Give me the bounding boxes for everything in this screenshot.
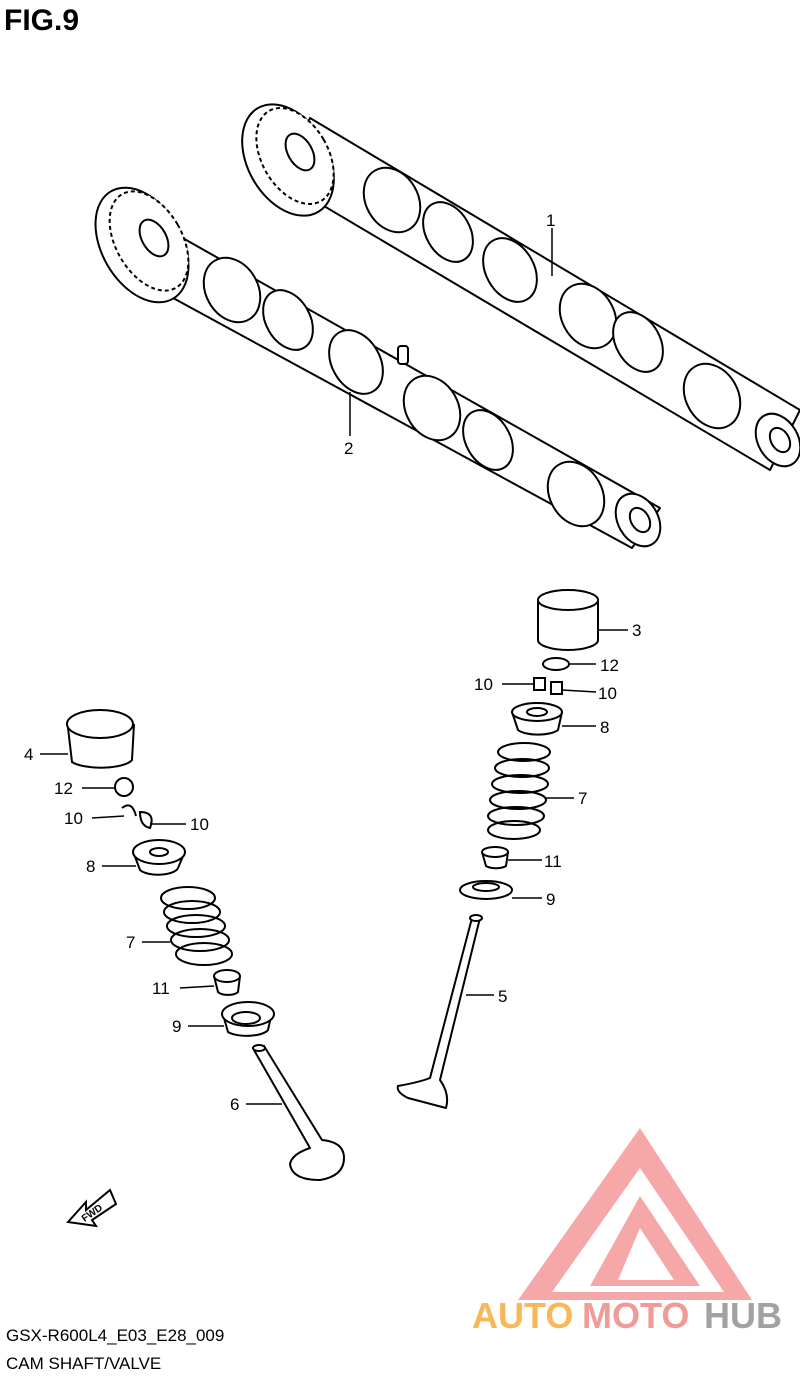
callout-11-right: 11 <box>544 852 562 871</box>
watermark-text-moto: MOTO <box>582 1295 689 1336</box>
callout-11-left: 11 <box>152 979 170 998</box>
callout-10-right-a: 10 <box>474 675 493 694</box>
watermark-logo <box>518 1128 752 1300</box>
drawing-code: GSX-R600L4_E03_E28_009 <box>6 1326 225 1345</box>
spring-7-right <box>487 742 551 840</box>
section-name: CAM SHAFT/VALVE <box>6 1354 162 1373</box>
camshaft-1 <box>241 103 800 471</box>
watermark-text-auto: AUTO <box>472 1295 573 1336</box>
callout-labels: 1 2 3 12 10 10 8 7 11 9 5 4 12 10 10 8 7… <box>24 211 641 1114</box>
tappet-4 <box>66 709 135 769</box>
cotter-10-right-b <box>550 681 563 695</box>
seal-11-left <box>213 969 241 996</box>
valve-5 <box>396 914 483 1109</box>
cotter-10-left-b <box>138 810 153 830</box>
callout-3: 3 <box>632 621 641 640</box>
cotter-10-left-a <box>121 804 137 817</box>
callout-6: 6 <box>230 1095 239 1114</box>
callout-2: 2 <box>344 439 353 458</box>
seat-9-right <box>459 880 513 900</box>
seat-9-left <box>221 1001 275 1037</box>
spring-7-left <box>160 886 233 966</box>
seal-11-right <box>481 846 509 870</box>
retainer-8-left <box>132 839 186 876</box>
callout-10-left-b: 10 <box>190 815 209 834</box>
leader-lines <box>40 228 628 1105</box>
figure-label: FIG.9 <box>4 4 80 37</box>
callout-9-right: 9 <box>546 890 555 909</box>
fwd-arrow-icon: FWD <box>66 1188 118 1228</box>
shim-12-left <box>114 777 134 797</box>
cotter-10-right-a <box>533 677 546 691</box>
callout-8-right: 8 <box>600 718 609 737</box>
camshaft-2 <box>94 186 662 549</box>
callout-7-left: 7 <box>126 933 135 952</box>
callout-4: 4 <box>24 745 33 764</box>
watermark-text: AUTO MOTO HUB <box>472 1295 782 1336</box>
callout-9-left: 9 <box>172 1017 181 1036</box>
shim-12-right <box>542 657 570 671</box>
callout-12-right: 12 <box>600 656 619 675</box>
callout-12-left: 12 <box>54 779 73 798</box>
callout-1: 1 <box>546 211 555 230</box>
callout-10-left-a: 10 <box>64 809 83 828</box>
callout-5: 5 <box>498 987 507 1006</box>
valve-6 <box>252 1044 345 1181</box>
callout-7-right: 7 <box>578 789 587 808</box>
callout-10-right-b: 10 <box>598 684 617 703</box>
retainer-8-right <box>511 702 563 736</box>
tappet-3 <box>537 589 599 651</box>
watermark-text-hub: HUB <box>704 1295 782 1336</box>
callout-8-left: 8 <box>86 857 95 876</box>
